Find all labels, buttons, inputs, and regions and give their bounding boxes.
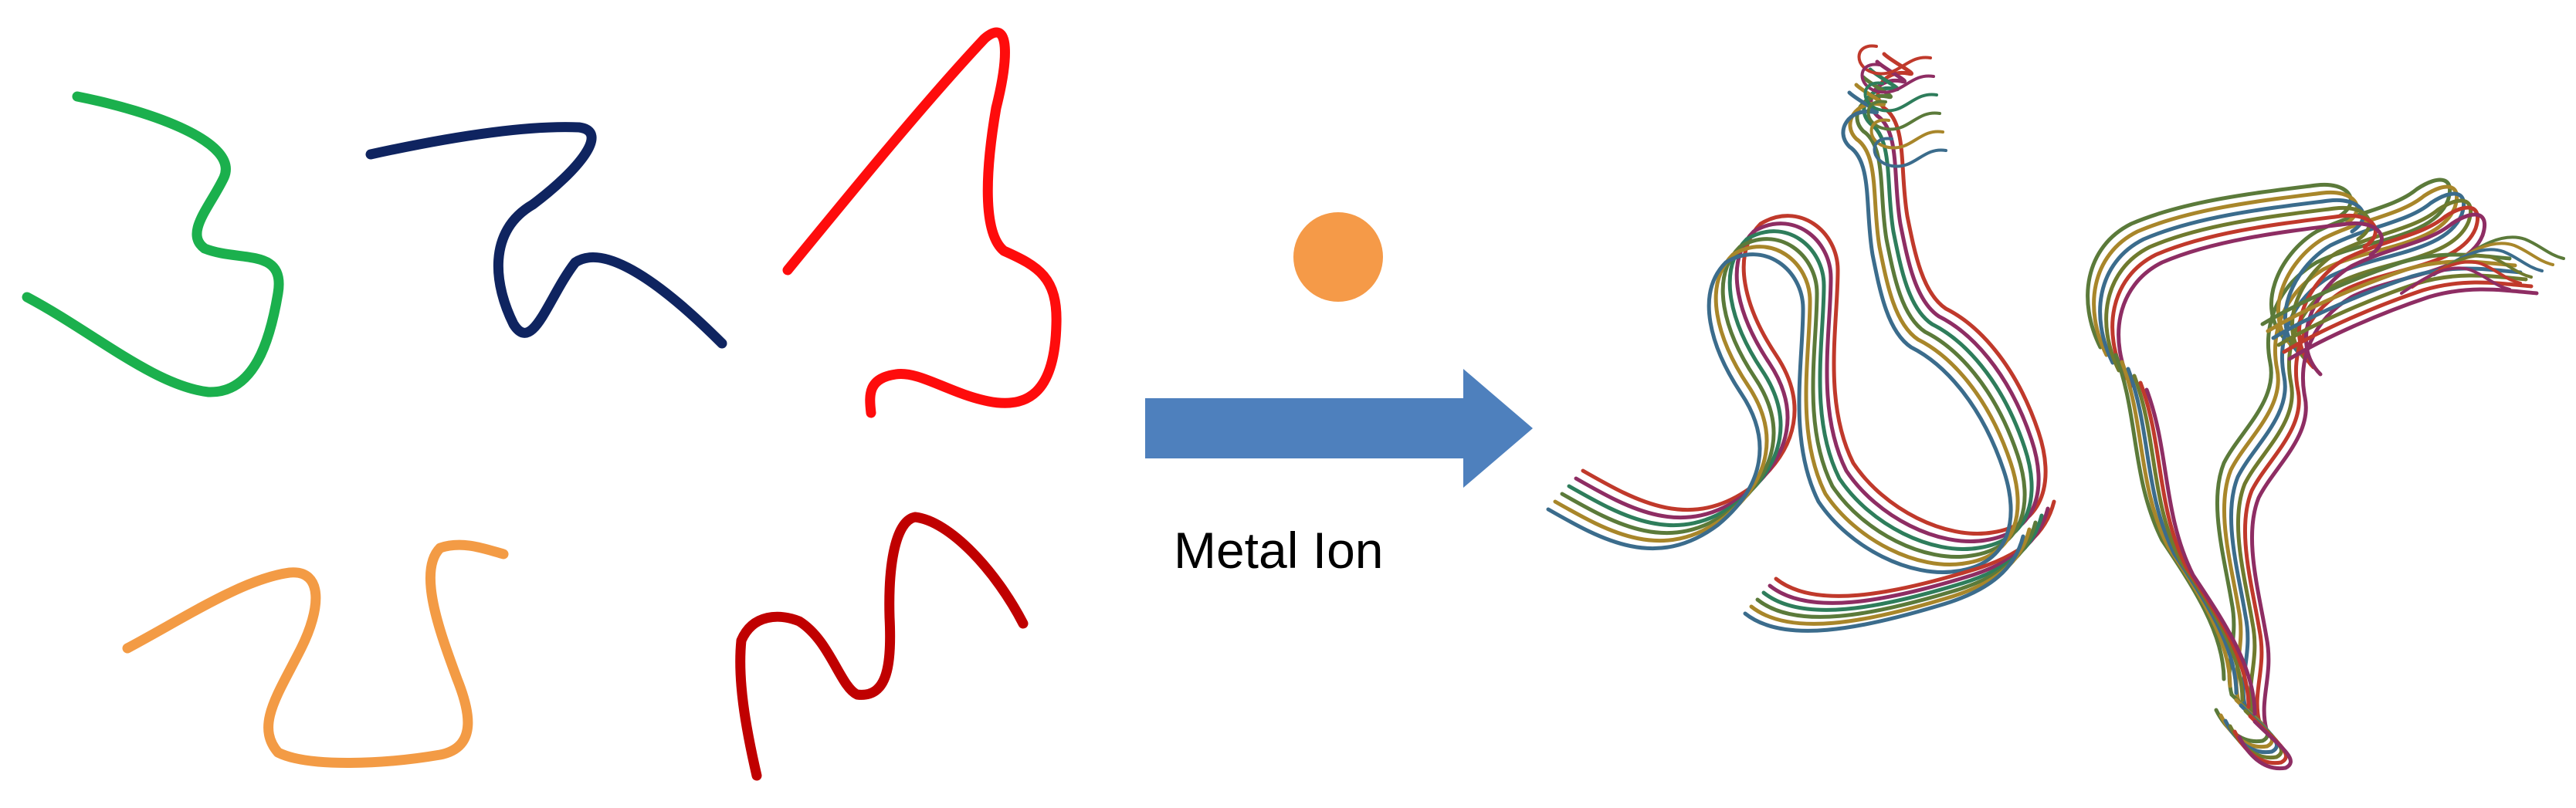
fibril-tail-layer [2400, 266, 2511, 295]
fibril-strand-layer [2215, 177, 2452, 697]
peptide-strand-green [22, 91, 284, 397]
fibril-strand-layer [1567, 67, 2034, 551]
fibril-strand-layer [2092, 190, 2359, 357]
fibril-strand-layer [2138, 380, 2251, 709]
fibril-strand-layer [2287, 287, 2539, 361]
fibril-strand-layer [2271, 266, 2523, 340]
fibril-hairpin-layer [1860, 63, 1935, 94]
fibril-hairpin-layer [1863, 81, 1938, 113]
fibril-strand-layer [1581, 52, 2048, 536]
peptide-strand-orange [122, 539, 509, 768]
amyloid-fibril-structure [1546, 44, 2565, 771]
fibril-strand-layer [1546, 90, 2013, 574]
fibril-strand-layer [2249, 212, 2487, 732]
fibril-strand-layer [2242, 205, 2480, 725]
peptide-strand-darkred [735, 512, 1029, 781]
fibril-strand-layer [2104, 205, 2371, 373]
fibril-strand-layer [1553, 83, 2020, 566]
fibril-hairpin-layer [1857, 44, 1932, 76]
disordered-peptides [22, 27, 1062, 781]
fibril-strand-layer [1560, 75, 2027, 559]
fibril-strand-layer [2237, 719, 2293, 771]
fibril-strand-layer [2222, 184, 2459, 704]
fibril-strand-layer [1574, 59, 2041, 543]
fibril-hairpin-layer [1869, 118, 1944, 150]
fibril-strand-layer [2086, 182, 2353, 350]
metal-ion-dot [1293, 212, 1383, 302]
fibril-strand-layer [2144, 387, 2257, 716]
fibril-hairpin-layer [1873, 137, 1947, 168]
peptide-strand-red [782, 27, 1062, 418]
peptide-strand-navy [365, 122, 727, 349]
reaction-arrow [1145, 369, 1533, 488]
fibril-strand-layer [2235, 198, 2473, 718]
fibril-strand-layer [2117, 221, 2384, 388]
fibril-strand-layer [2110, 213, 2378, 380]
fibril-strand-layer [2113, 353, 2226, 681]
fibril-strand-layer [2098, 198, 2365, 365]
fibril-strand-layer [2120, 360, 2232, 688]
fibril-hairpin-layer [1866, 100, 1941, 131]
fibril-strand-layer [2126, 367, 2239, 695]
metal-ion-label: Metal Ion [1174, 522, 1383, 579]
fibril-strand-layer [1743, 534, 2025, 633]
fibril-strand-layer [2229, 191, 2466, 711]
fibril-strand-layer [2132, 374, 2245, 702]
